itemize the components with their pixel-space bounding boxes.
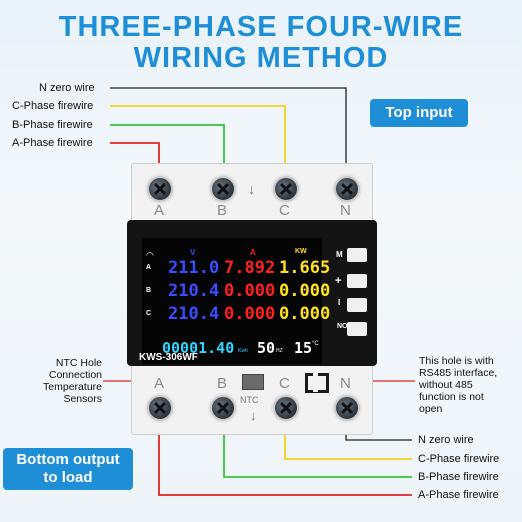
bottom-screw-n — [334, 395, 360, 421]
row-label-b: B — [146, 287, 152, 294]
bottom-terminal-b: B — [217, 375, 228, 392]
button-label-i: I — [338, 298, 341, 307]
model-label: KWS-306WF — [139, 352, 198, 363]
ntc-port — [242, 374, 264, 390]
col-unit-kw: KW — [295, 248, 307, 255]
frequency-value: 50 — [257, 339, 276, 357]
top-label-c: C-Phase firewire — [12, 100, 94, 112]
top-screw-b — [210, 176, 236, 202]
temperature-value: 15 — [294, 339, 313, 357]
bottom-output-line-2: to load — [43, 469, 93, 486]
top-label-b: B-Phase firewire — [12, 119, 93, 131]
top-input-badge: Top input — [370, 99, 468, 127]
top-label-a: A-Phase firewire — [12, 137, 93, 149]
bottom-screw-b — [210, 395, 236, 421]
bottom-screw-c — [273, 395, 299, 421]
title-line-2: WIRING METHOD — [133, 42, 389, 74]
row-b-voltage: 210.4 — [168, 281, 220, 301]
temperature-unit: °C — [312, 341, 319, 347]
top-screw-c — [273, 176, 299, 202]
energy-unit: Kwh — [238, 348, 248, 354]
top-b-wire — [110, 124, 225, 178]
ntc-note-line-4: Sensors — [63, 393, 102, 405]
top-label-n: N zero wire — [39, 82, 95, 94]
bottom-output-line-1: Bottom output — [16, 451, 120, 468]
top-terminal-a: A — [154, 202, 165, 219]
rs485-note: This hole is with RS485 interface, witho… — [419, 355, 497, 415]
button-no-off[interactable] — [347, 322, 367, 336]
display-panel: ◠ V A KW A 211.0 7.892 1.665 B 210.4 0.0… — [127, 220, 377, 366]
bottom-output-badge: Bottom output to load — [3, 448, 133, 490]
row-label-a: A — [146, 264, 152, 271]
bottom-terminal-c: C — [279, 375, 290, 392]
button-label-plus: + — [335, 275, 342, 287]
top-screw-n — [334, 176, 360, 202]
ntc-note: NTC Hole Connection Temperature Sensors — [22, 357, 102, 405]
lcd-screen: ◠ V A KW A 211.0 7.892 1.665 B 210.4 0.0… — [142, 238, 330, 364]
ntc-label: NTC — [240, 395, 259, 405]
rs485-note-line-4: function is not — [419, 391, 484, 403]
rs485-note-line-3: without 485 — [419, 379, 473, 391]
rs485-note-line-2: RS485 interface, — [419, 367, 498, 379]
row-c-voltage: 210.4 — [168, 304, 220, 324]
rs485-port — [305, 372, 329, 393]
row-b-power: 0.000 — [279, 281, 331, 301]
down-arrow-icon: ↓ — [248, 181, 255, 197]
row-a-voltage: 211.0 — [168, 258, 220, 278]
wifi-icon: ◠ — [146, 250, 154, 260]
button-m[interactable] — [347, 248, 367, 262]
bottom-terminal-n: N — [340, 375, 351, 392]
bottom-b-wire — [223, 415, 412, 478]
bottom-a-wire — [158, 415, 412, 496]
bottom-label-b: B-Phase firewire — [418, 471, 499, 483]
button-label-m: M — [336, 250, 343, 259]
row-c-current: 0.000 — [224, 304, 276, 324]
top-n-wire — [110, 87, 347, 178]
top-terminal-n: N — [340, 202, 351, 219]
row-b-current: 0.000 — [224, 281, 276, 301]
energy-value: 00001.40 — [162, 339, 235, 357]
button-plus[interactable] — [347, 274, 367, 288]
ntc-note-line-3: Temperature — [43, 381, 102, 393]
ntc-note-line-1: NTC Hole — [55, 357, 102, 369]
top-screw-a — [147, 176, 173, 202]
rs485-note-line-5: open — [419, 403, 443, 415]
bottom-label-c: C-Phase firewire — [418, 453, 500, 465]
rs485-note-line-1: This hole is with — [419, 355, 494, 367]
button-i[interactable] — [347, 298, 367, 312]
ntc-note-line-2: Connection — [48, 369, 102, 381]
bottom-arrow-icon: ↓ — [250, 408, 257, 423]
frequency-unit: HZ — [276, 348, 283, 354]
row-label-c: C — [146, 310, 152, 317]
bottom-terminal-a: A — [154, 375, 165, 392]
top-c-wire — [110, 105, 286, 178]
top-terminal-b: B — [217, 202, 228, 219]
title-line-1: THREE-PHASE FOUR-WIRE — [58, 11, 464, 43]
row-c-power: 0.000 — [279, 304, 331, 324]
bottom-label-n: N zero wire — [418, 434, 474, 446]
bottom-screw-a — [147, 395, 173, 421]
col-unit-a: A — [250, 248, 256, 257]
top-terminal-c: C — [279, 202, 290, 219]
row-a-power: 1.665 — [279, 258, 331, 278]
row-a-current: 7.892 — [224, 258, 276, 278]
bottom-label-a: A-Phase firewire — [418, 489, 499, 501]
col-unit-v: V — [190, 248, 196, 257]
